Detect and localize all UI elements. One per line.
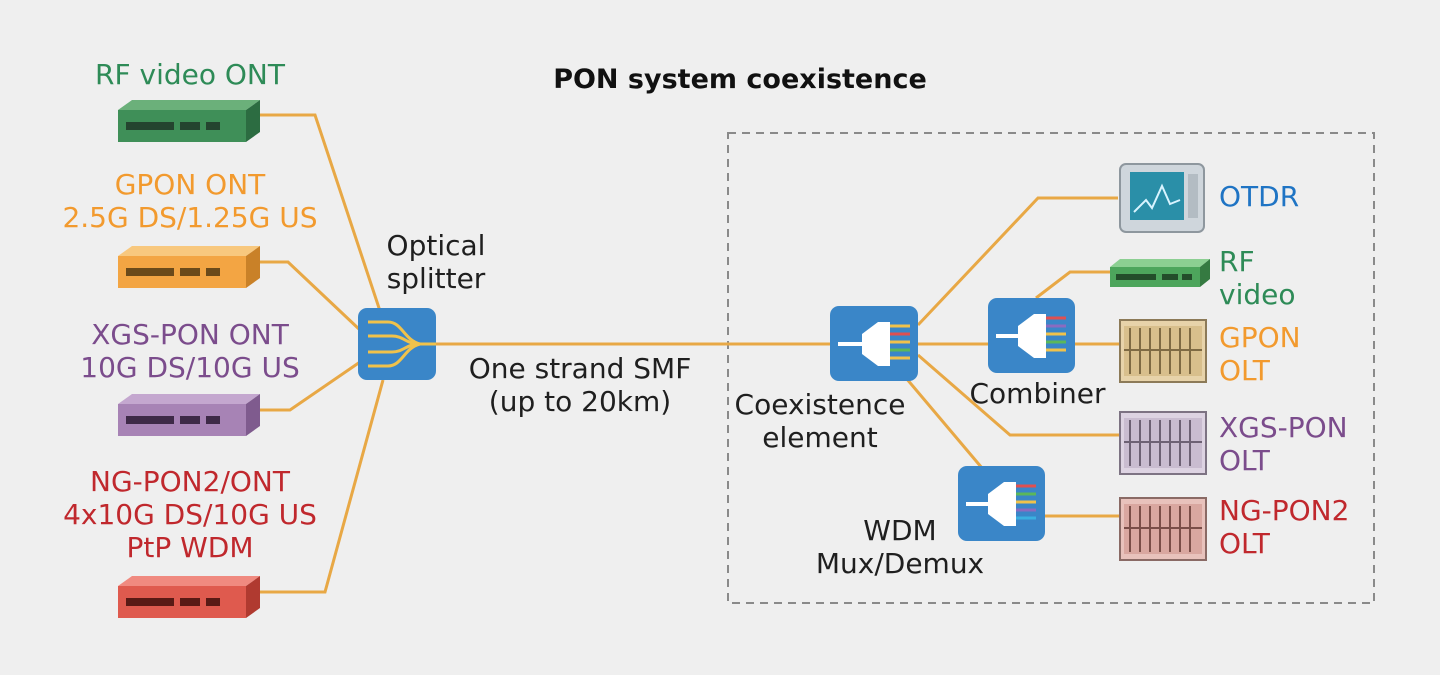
ont-label-line: NG-PON2/ONT — [90, 465, 290, 498]
gpon-ont-device — [118, 246, 260, 288]
co-label-line: XGS-PON — [1219, 411, 1348, 444]
link-label-line: One strand SMF — [468, 352, 692, 385]
xgs-pon-olt-device — [1119, 411, 1207, 475]
fiber-xgs-ont — [256, 360, 361, 412]
ng-pon2-ont-device — [118, 576, 260, 618]
coexistence-label-line: element — [762, 421, 878, 454]
gpon-olt-device — [1119, 319, 1207, 383]
ont-label-line: GPON ONT — [114, 168, 266, 201]
co-label-line: video — [1219, 278, 1296, 311]
ont-label-line: XGS-PON ONT — [91, 318, 289, 351]
coexistence-label: Coexistence element — [725, 388, 915, 454]
splitter-label-line: splitter — [386, 262, 486, 295]
ont-label-xgs-pon: XGS-PON ONT 10G DS/10G US — [30, 318, 350, 384]
co-label-line: OTDR — [1219, 180, 1300, 213]
wdm-mux-demux-icon — [958, 466, 1045, 541]
co-label-otdr: OTDR — [1219, 180, 1299, 213]
wdm-label-line: Mux/Demux — [815, 547, 985, 580]
fiber-xgs-olt — [917, 353, 1120, 437]
wdm-label: WDM Mux/Demux — [800, 514, 1000, 580]
rf-video-ont-device — [118, 100, 260, 142]
combiner-label-line: Combiner — [969, 377, 1106, 410]
co-label-line: OLT — [1219, 527, 1270, 560]
ont-label-line: 10G DS/10G US — [80, 351, 300, 384]
co-label-line: OLT — [1219, 354, 1270, 387]
ont-label-ng-pon2: NG-PON2/ONT 4x10G DS/10G US PtP WDM — [30, 465, 350, 564]
fiber-rf-ont — [256, 113, 385, 321]
link-label-line: (up to 20km) — [488, 385, 672, 418]
co-label-gpon-olt: GPON OLT — [1219, 321, 1301, 387]
co-label-line: OLT — [1219, 444, 1270, 477]
co-label-xgs-pon-olt: XGS-PON OLT — [1219, 411, 1348, 477]
co-label-rf-video: RF video — [1219, 245, 1295, 311]
splitter-label: Optical splitter — [366, 229, 506, 295]
xgs-pon-ont-device — [118, 394, 260, 436]
link-label: One strand SMF (up to 20km) — [440, 352, 720, 418]
fiber-coex-wdm — [904, 377, 984, 469]
otdr-device-icon — [1119, 163, 1205, 233]
coexistence-element-icon — [830, 306, 918, 381]
ont-label-line: 4x10G DS/10G US — [63, 498, 317, 531]
fiber-lines — [256, 113, 1120, 594]
splitter-label-line: Optical — [386, 229, 486, 262]
coexistence-label-line: Coexistence — [734, 388, 906, 421]
combiner-label: Combiner — [960, 377, 1115, 410]
combiner-icon — [988, 298, 1075, 373]
co-label-line: GPON — [1219, 321, 1301, 354]
ont-label-line: 2.5G DS/1.25G US — [62, 201, 318, 234]
fiber-ngpon2-ont — [256, 379, 385, 594]
optical-splitter-icon — [358, 308, 436, 380]
co-label-ng-pon2-olt: NG-PON2 OLT — [1219, 494, 1349, 560]
diagram-title: PON system coexistence — [553, 64, 927, 95]
wdm-label-line: WDM — [863, 514, 937, 547]
fiber-otdr — [916, 196, 1118, 327]
co-label-line: RF — [1219, 245, 1255, 278]
ng-pon2-olt-device — [1119, 497, 1207, 561]
fiber-gpon-ont — [256, 260, 362, 332]
central-office-boundary — [727, 132, 1375, 604]
co-label-line: NG-PON2 — [1219, 494, 1350, 527]
rf-video-device-icon — [1110, 259, 1210, 287]
ont-label-line: RF video ONT — [95, 58, 285, 91]
ont-label-line: PtP WDM — [126, 531, 254, 564]
ont-label-rf-video: RF video ONT — [40, 58, 340, 91]
fiber-rf-video — [1035, 270, 1110, 300]
ont-label-gpon: GPON ONT 2.5G DS/1.25G US — [30, 168, 350, 234]
